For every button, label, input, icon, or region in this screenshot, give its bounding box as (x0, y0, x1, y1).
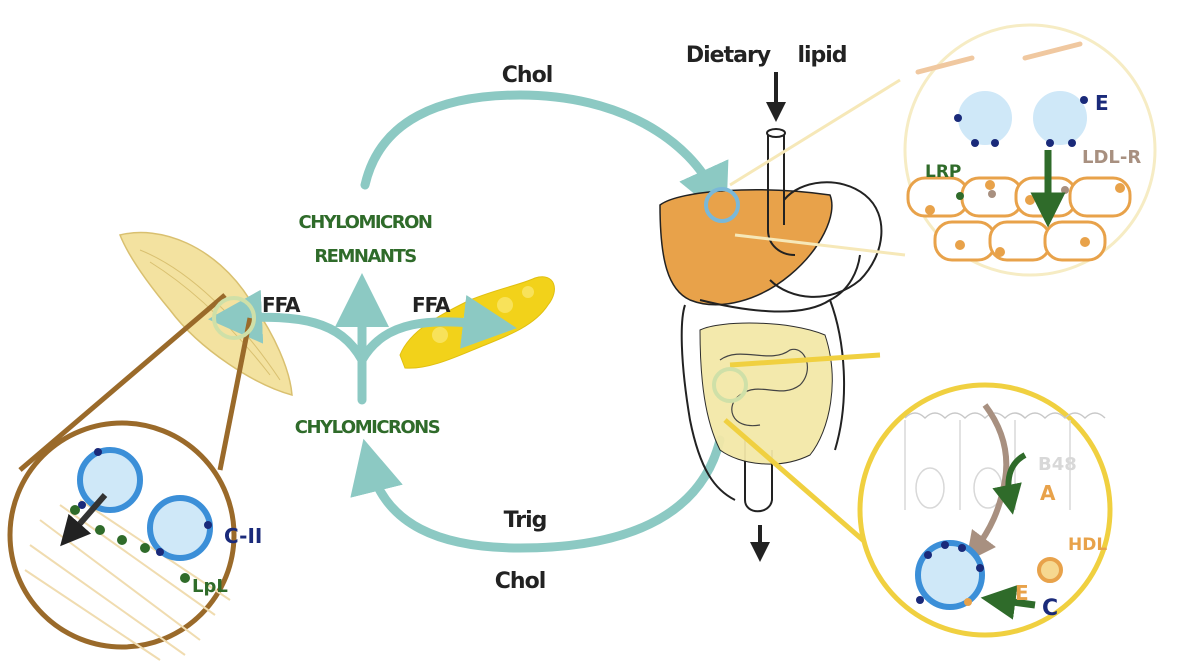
dietary-label: Dietary (686, 43, 771, 68)
chol-top-label: Chol (502, 63, 552, 88)
intestine-apoe-label: E (1015, 581, 1029, 605)
liver-apoe-label: E (1095, 91, 1108, 115)
liver-organ (660, 190, 832, 305)
teal-flow-arrows (235, 95, 720, 548)
chol-bottom-label: Chol (495, 569, 545, 594)
small-intestine (700, 323, 832, 464)
chylomicrons-label: CHYLOMICRONS (295, 417, 440, 438)
chylomicron-remnants-label-line1: CHYLOMICRON (299, 212, 432, 233)
lrp-label: LRP (925, 162, 961, 182)
apo-a-label: A (1040, 481, 1056, 505)
hdl-label: HDL (1068, 535, 1107, 555)
lipoprotein-lipase-label: LpL (192, 576, 228, 597)
apo-c2-label: C-II (224, 524, 262, 548)
lipid-label: lipid (797, 43, 846, 68)
ffa-left-label: FFA (262, 293, 301, 317)
ffa-right-label: FFA (412, 293, 451, 317)
apo-c-label: C (1042, 596, 1058, 621)
trig-label: Trig (504, 508, 547, 533)
ldl-receptor-label: LDL-R (1082, 147, 1141, 168)
chylomicron-remnants-label-line2: REMNANTS (314, 246, 416, 267)
apo-b48-label: B48 (1038, 454, 1077, 475)
